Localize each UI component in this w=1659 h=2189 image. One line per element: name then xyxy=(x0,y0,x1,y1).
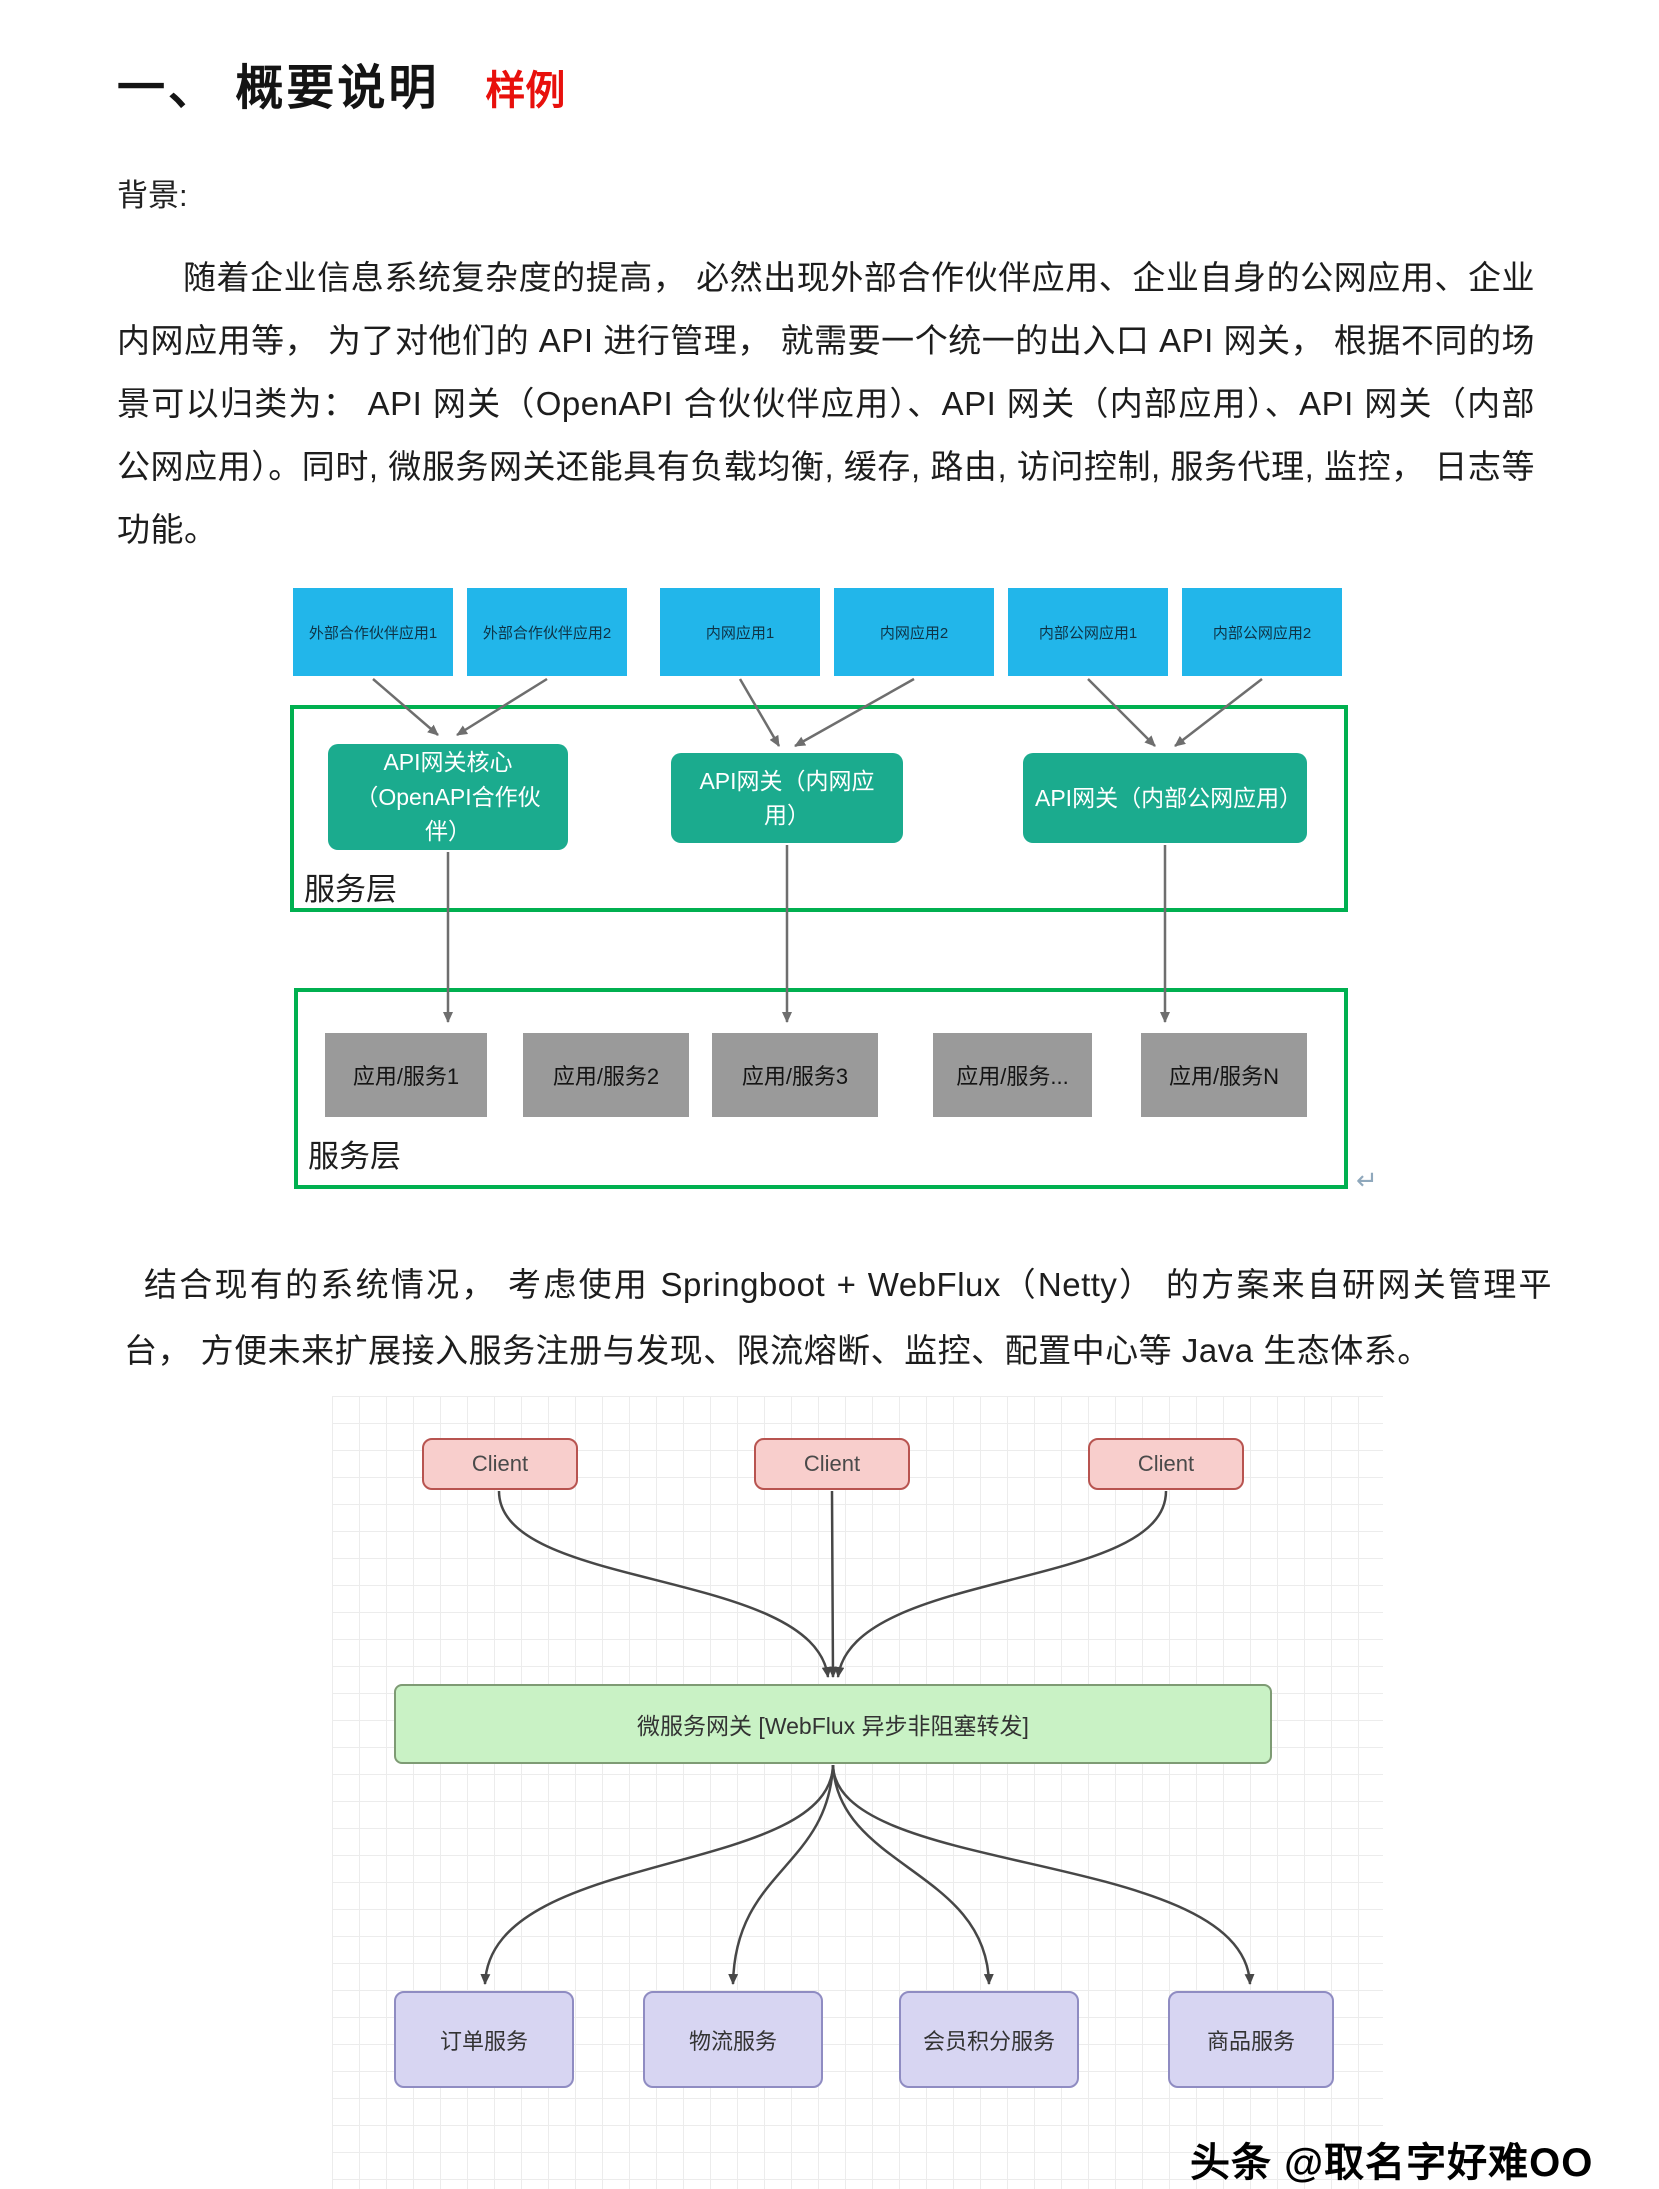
service-node-n: 应用/服务N xyxy=(1141,1033,1307,1117)
app-node-internal-public-1: 内部公网应用1 xyxy=(1008,588,1168,676)
order-service-node: 订单服务 xyxy=(394,1991,574,2088)
watermark: 头条 @取名字好难OO xyxy=(1190,2141,1594,2185)
section-title: 一、 概要说明 xyxy=(117,62,440,115)
logistics-service-node: 物流服务 xyxy=(643,1991,823,2088)
client-node-1: Client xyxy=(422,1438,578,1490)
api-gateway-architecture-diagram: 外部合作伙伴应用1 外部合作伙伴应用2 内网应用1 内网应用2 内部公网应用1 … xyxy=(280,585,1385,1210)
member-points-service-node: 会员积分服务 xyxy=(899,1991,1079,2088)
gateway-node-intranet: API网关（内网应用） xyxy=(671,753,903,843)
background-label: 背景: xyxy=(117,178,188,213)
client-node-3: Client xyxy=(1088,1438,1244,1490)
service-node-ellipsis: 应用/服务... xyxy=(933,1033,1092,1117)
return-mark: ↵ xyxy=(1356,1165,1378,1195)
service-layer-label-top: 服务层 xyxy=(304,872,397,907)
app-node-external-partner-2: 外部合作伙伴应用2 xyxy=(467,588,627,676)
webflux-gateway-diagram: Client Client Client 微服务网关 [WebFlux 异步非阻… xyxy=(332,1396,1383,2189)
service-layer-label-bottom: 服务层 xyxy=(308,1139,401,1174)
app-node-intranet-1: 内网应用1 xyxy=(660,588,820,676)
sample-tag: 样例 xyxy=(485,69,566,113)
gateway-node-openapi-core: API网关核心（OpenAPI合作伙伴） xyxy=(328,744,568,850)
service-layer-box-bottom xyxy=(294,988,1348,1189)
service-node-1: 应用/服务1 xyxy=(325,1033,487,1117)
app-node-external-partner-1: 外部合作伙伴应用1 xyxy=(293,588,453,676)
service-node-2: 应用/服务2 xyxy=(523,1033,689,1117)
service-node-3: 应用/服务3 xyxy=(712,1033,878,1117)
paragraph-background: 随着企业信息系统复杂度的提高， 必然出现外部合作伙伴应用、企业自身的公网应用、企… xyxy=(117,259,1535,548)
app-node-intranet-2: 内网应用2 xyxy=(834,588,994,676)
product-service-node: 商品服务 xyxy=(1168,1991,1334,2088)
app-node-internal-public-2: 内部公网应用2 xyxy=(1182,588,1342,676)
microservice-gateway-node: 微服务网关 [WebFlux 异步非阻塞转发] xyxy=(394,1684,1272,1764)
heading-row: 一、 概要说明 样例 xyxy=(117,48,565,118)
client-node-2: Client xyxy=(754,1438,910,1490)
gateway-node-internal-public: API网关（内部公网应用） xyxy=(1023,753,1307,843)
paragraph-solution: 结合现有的系统情况， 考虑使用 Springboot + WebFlux（Net… xyxy=(124,1266,1552,1369)
